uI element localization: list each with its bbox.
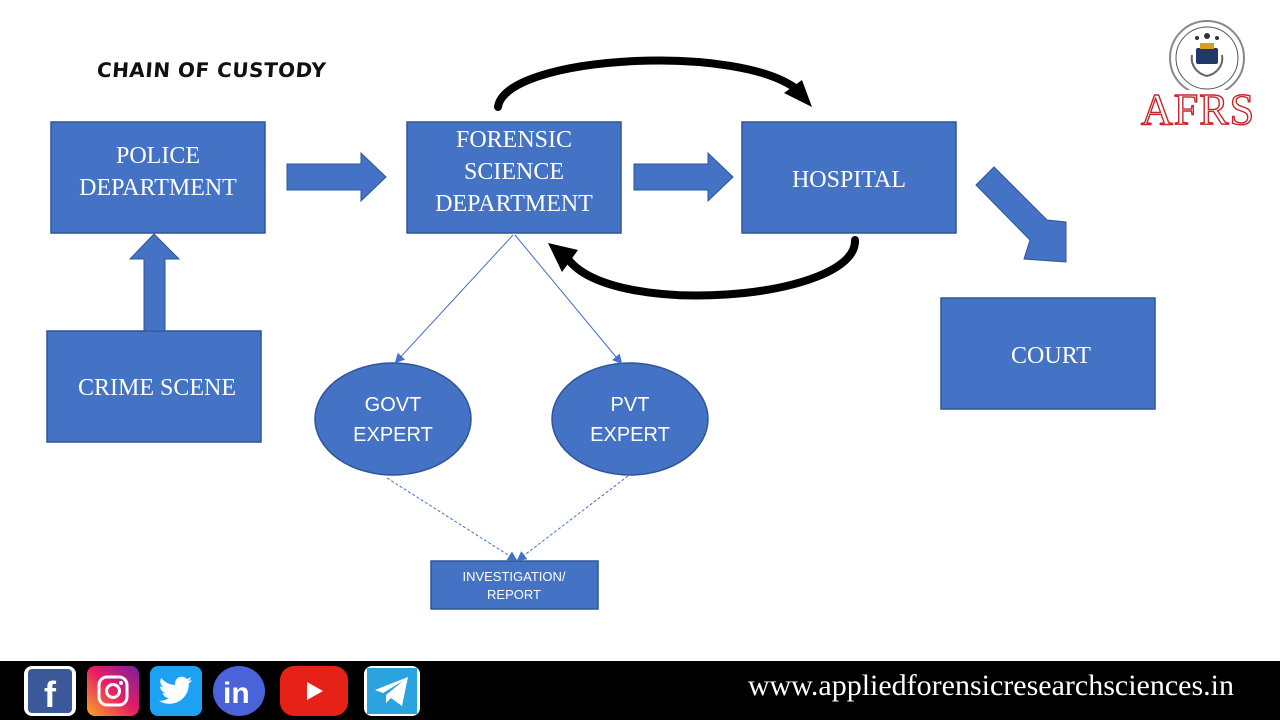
forensic-label-line-3: DEPARTMENT	[435, 191, 593, 217]
connector-forensic-to-govt	[394, 234, 514, 364]
node-hospital: HOSPITAL	[741, 121, 957, 234]
afrs-logo-text: AFRS	[1140, 84, 1256, 134]
node-police-department: POLICE DEPARTMENT	[50, 121, 266, 234]
node-court: COURT	[940, 297, 1156, 410]
node-pvt-expert: PVT EXPERT	[551, 362, 709, 476]
arrow-crime-scene-to-police	[128, 233, 181, 332]
pvt-expert-label-line-1: PVT	[611, 394, 650, 416]
govt-expert-label-line-1: GOVT	[365, 394, 422, 416]
curved-arrow-hospital-to-forensic	[548, 236, 860, 300]
arrow-hospital-to-court	[975, 166, 1067, 263]
node-forensic-science-department: FORENSIC SCIENCE DEPARTMENT	[406, 121, 622, 234]
svg-text:in: in	[223, 677, 250, 706]
footer-bar: f in www.appliedforensicresearchsciences…	[0, 661, 1280, 720]
arrow-police-to-forensic	[286, 151, 387, 203]
police-label-line-2: DEPARTMENT	[79, 175, 237, 201]
crime-scene-label: CRIME SCENE	[78, 375, 236, 401]
forensic-label-line-2: SCIENCE	[464, 159, 564, 185]
node-investigation-report: INVESTIGATION/ REPORT	[430, 560, 599, 610]
govt-expert-label-line-2: EXPERT	[353, 424, 433, 446]
node-govt-expert: GOVT EXPERT	[314, 362, 472, 476]
connector-forensic-to-pvt	[514, 234, 623, 365]
twitter-icon[interactable]	[150, 666, 202, 716]
arrow-forensic-to-hospital	[633, 151, 734, 203]
court-label: COURT	[1011, 343, 1091, 369]
forensic-label-line-1: FORENSIC	[456, 127, 572, 153]
report-label-line-1: INVESTIGATION/	[462, 569, 565, 584]
chain-of-custody-diagram: POLICE DEPARTMENT FORENSIC SCIENCE DEPAR…	[46, 56, 1156, 610]
linkedin-icon[interactable]: in	[213, 666, 265, 716]
footer-website-url[interactable]: www.appliedforensicresearchsciences.in	[747, 669, 1234, 702]
curved-arrow-forensic-to-hospital	[494, 56, 812, 111]
node-crime-scene: CRIME SCENE	[46, 330, 262, 443]
facebook-icon[interactable]: f	[24, 666, 76, 716]
afrs-logo	[1140, 10, 1268, 135]
police-label-line-1: POLICE	[116, 143, 200, 169]
connector-govt-to-report	[386, 477, 518, 562]
telegram-icon[interactable]	[364, 666, 420, 716]
youtube-icon[interactable]	[280, 666, 348, 716]
pvt-expert-label-line-2: EXPERT	[590, 424, 670, 446]
instagram-icon[interactable]	[87, 666, 139, 716]
hospital-label: HOSPITAL	[792, 167, 906, 193]
svg-text:f: f	[44, 674, 57, 713]
report-label-line-2: REPORT	[487, 587, 541, 602]
connector-pvt-to-report	[516, 475, 629, 562]
